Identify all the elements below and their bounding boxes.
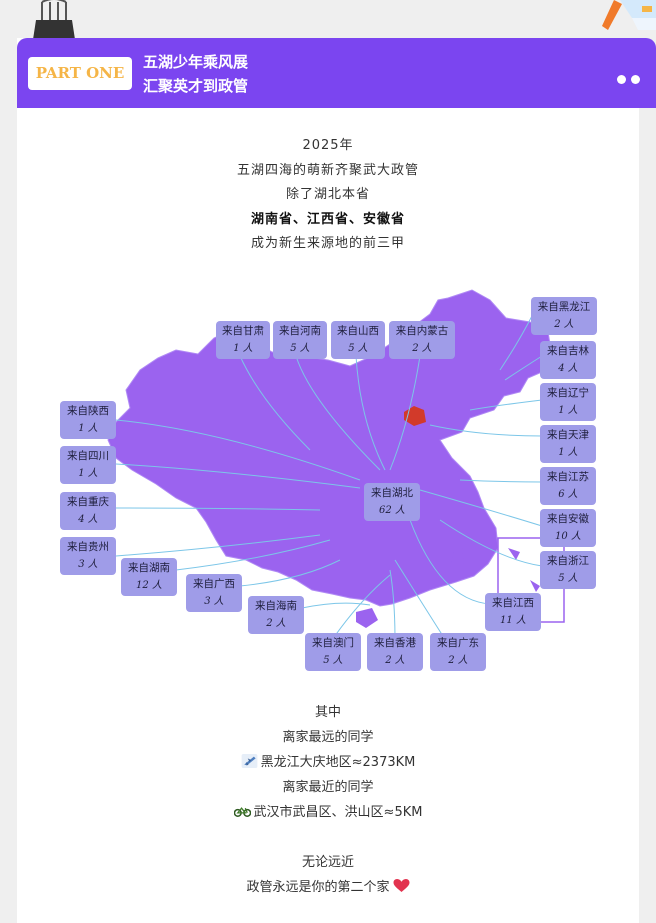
outro-line: 离家最远的同学 [282, 730, 374, 745]
outro-text: 其中 离家最远的同学 黑龙江大庆地区≈2373KM 离家最近的同学 武汉市武昌区… [17, 700, 639, 900]
outro-line: 离家最近的同学 [282, 780, 374, 795]
south-sea-islands [508, 548, 540, 592]
outro-farthest: 黑龙江大庆地区≈2373KM [17, 750, 639, 775]
intro-line: 成为新生来源地的前三甲 [250, 236, 405, 251]
intro-text: 2025年 五湖四海的萌新齐聚武大政管 除了湖北本省 湖南省、江西省、安徽省 成… [17, 134, 639, 257]
heart-icon [393, 879, 409, 892]
intro-top-provinces: 湖南省、江西省、安徽省 [250, 211, 405, 227]
part-badge: PART ONE [28, 57, 132, 90]
section-header: PART ONE 五湖少年乘风展 汇聚英才到政管 [17, 38, 656, 108]
outro-line: 无论远近 [301, 855, 354, 870]
outro-closing: 政管永远是你的第二个家 [17, 875, 639, 900]
hainan-island [356, 608, 378, 628]
airplane-icon [241, 754, 258, 768]
header-dots [612, 69, 640, 88]
dot-icon [631, 75, 640, 84]
bicycle-icon [233, 807, 251, 817]
header-title-line1: 五湖少年乘风展 [143, 53, 249, 71]
spacer [17, 825, 639, 850]
intro-year: 2025年 [302, 138, 354, 153]
header-title-line2: 汇聚英才到政管 [143, 77, 249, 95]
dot-icon [617, 75, 626, 84]
party-flag-icon [602, 0, 656, 30]
intro-line: 除了湖北本省 [285, 187, 370, 202]
outro-nearest: 武汉市武昌区、洪山区≈5KM [17, 800, 639, 825]
beijing-region [404, 406, 426, 426]
intro-line: 五湖四海的萌新齐聚武大政管 [236, 162, 419, 178]
outro-line: 其中 [314, 705, 341, 720]
header-title: 五湖少年乘风展 汇聚英才到政管 [143, 50, 248, 98]
connector-lines [115, 311, 543, 645]
taiwan-island [450, 548, 464, 582]
